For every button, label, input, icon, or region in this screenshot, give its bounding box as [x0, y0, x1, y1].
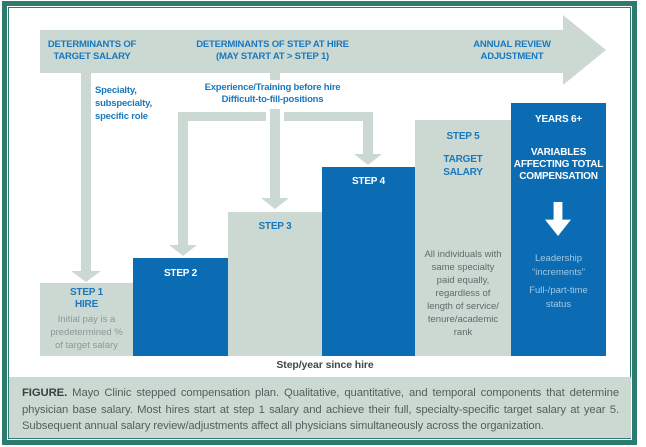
- figure-caption: FIGURE. Mayo Clinic stepped compensation…: [22, 385, 619, 435]
- connector-drop-step4: [363, 112, 373, 154]
- caption-label: FIGURE.: [22, 387, 68, 399]
- annotation-experience: Experience/Training before hire Difficul…: [180, 80, 365, 109]
- step4-block: STEP 4: [322, 167, 415, 356]
- step5-title: STEP 5: [446, 131, 480, 142]
- step1-block: STEP 1 HIRE Initial pay is a predetermin…: [40, 283, 133, 356]
- step3-block: STEP 3: [228, 212, 322, 356]
- connector-drop-step2: [178, 112, 188, 245]
- arrowhead-to-step2: [169, 245, 197, 256]
- step5-body: All individuals with same specialty paid…: [424, 249, 502, 338]
- arrowhead-to-step1: [71, 271, 101, 282]
- arrow-label-target-salary: DETERMINANTS OF TARGET SALARY: [47, 39, 137, 62]
- connector-step-at-hire-line: [270, 73, 280, 198]
- step2-title: STEP 2: [163, 268, 198, 279]
- step1-title: STEP 1: [69, 287, 104, 298]
- step1-body: Initial pay is a predetermined % of targ…: [50, 314, 123, 351]
- annotation-specialty: Specialty, subspecialty, specific role: [95, 85, 152, 122]
- step5-subtitle: TARGET SALARY: [443, 154, 483, 178]
- axis-label: Step/year since hire: [276, 359, 374, 371]
- step3-title: STEP 3: [258, 221, 292, 232]
- arrow-label-step-at-hire: DETERMINANTS OF STEP AT HIRE (MAY START …: [196, 39, 349, 62]
- step4-title: STEP 4: [351, 176, 386, 187]
- step5-block: STEP 5 TARGET SALARY All individuals wit…: [415, 120, 511, 356]
- arrowhead-to-step4: [354, 154, 382, 165]
- down-arrow-icon: [545, 202, 571, 236]
- years6-block: YEARS 6+ VARIABLES AFFECTING TOTAL COMPE…: [511, 103, 606, 356]
- years6-body2: Full-/part-time status: [529, 285, 588, 310]
- caption-body: Mayo Clinic stepped compensation plan. Q…: [22, 387, 619, 432]
- step1-subtitle: HIRE: [74, 299, 99, 310]
- arrowhead-to-step3: [261, 198, 289, 209]
- years6-body: Leadership “increments”: [532, 253, 585, 278]
- step2-block: STEP 2: [133, 258, 228, 356]
- caption-band: FIGURE. Mayo Clinic stepped compensation…: [9, 377, 631, 438]
- arrow-label-annual-review: ANNUAL REVIEW ADJUSTMENT: [473, 39, 551, 62]
- years6-title: YEARS 6+: [534, 114, 583, 125]
- connector-target-salary-line: [81, 73, 91, 271]
- years6-subtitle: VARIABLES AFFECTING TOTAL COMPENSATION: [513, 147, 604, 182]
